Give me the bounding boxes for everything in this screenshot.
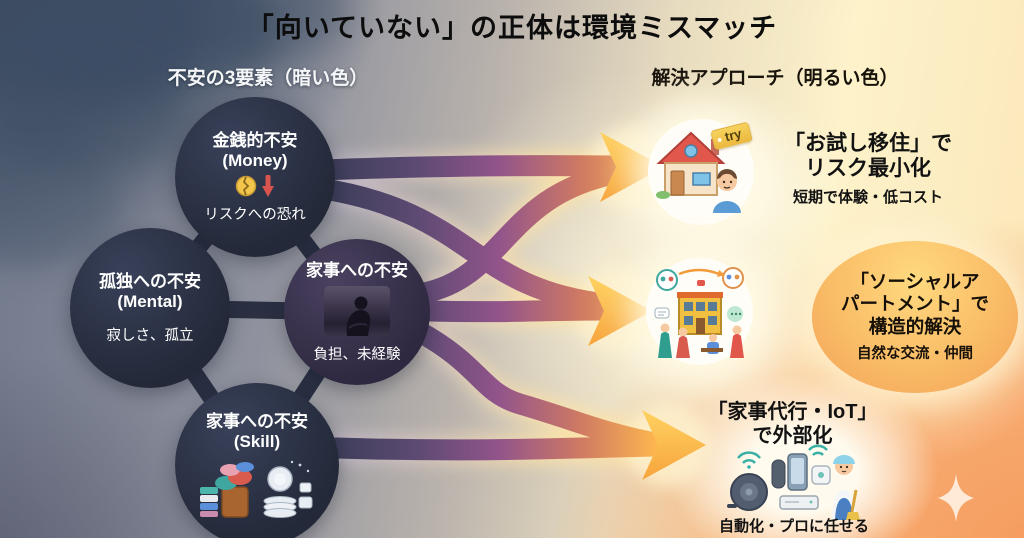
lonely-room-illustration bbox=[324, 285, 390, 336]
money-title: 金銭的不安 bbox=[212, 131, 298, 151]
solution1-text: 「お試し移住」で リスク最小化 短期で体験・低コスト bbox=[758, 131, 978, 207]
solution3-subtitle: 自動化・プロに任せる bbox=[718, 518, 869, 535]
skill-subtitle: (Skill) bbox=[233, 432, 281, 452]
flow-ribbons bbox=[307, 155, 665, 461]
solution2-text-bubble: 「ソーシャルア パートメント」で 構造的解決 自然な交流・仲間 bbox=[812, 241, 1018, 393]
anxiety-node-money: 金銭的不安 (Money) リスクへの恐れ bbox=[175, 97, 335, 257]
social-apartment-icon bbox=[654, 266, 744, 358]
housework-desc: 負担、未経験 bbox=[313, 346, 401, 363]
page-title: 「向いていない」の正体は環境ミスマッチ bbox=[246, 13, 778, 43]
broken-coin-icon bbox=[235, 175, 257, 197]
housework-title: 家事への不安 bbox=[306, 261, 408, 281]
ribbon-money-to-s1 bbox=[311, 155, 627, 181]
solution2-title-line2: パートメント」で bbox=[840, 293, 989, 315]
money-desc: リスクへの恐れ bbox=[204, 206, 306, 223]
down-arrow-icon bbox=[262, 174, 274, 197]
solution3-icon-group bbox=[724, 438, 862, 522]
solution2-subtitle: 自然な交流・仲間 bbox=[857, 346, 973, 363]
solution1-subtitle: 短期で体験・低コスト bbox=[792, 189, 943, 207]
try-tag-label: try bbox=[723, 125, 744, 145]
anxiety-node-housework: 家事への不安 負担、未経験 bbox=[284, 239, 430, 385]
money-subtitle: (Money) bbox=[222, 151, 288, 171]
ribbon-skill-to-s3 bbox=[325, 435, 665, 461]
ribbon-kaji-to-s2 bbox=[419, 299, 617, 323]
solution2-title-line1: 「ソーシャルア bbox=[850, 270, 980, 292]
solution2-icon-circle bbox=[646, 258, 753, 365]
ribbon-money-to-s2 bbox=[307, 177, 617, 315]
solutions-heading: 解決アプローチ（明るい色） bbox=[651, 68, 899, 89]
anxiety-heading: 不安の3要素（暗い色） bbox=[167, 68, 369, 89]
ribbon-kaji-to-s3 bbox=[407, 320, 661, 453]
iot-housekeeping-icons bbox=[727, 444, 860, 520]
anxiety-node-skill: 家事への不安 (Skill) bbox=[175, 383, 339, 538]
skill-title: 家事への不安 bbox=[206, 412, 308, 432]
anxiety-node-mental: 孤独への不安 (Mental) 寂しさ、孤立 bbox=[70, 228, 230, 388]
mental-desc: 寂しさ、孤立 bbox=[106, 328, 194, 345]
mental-title: 孤独への不安 bbox=[99, 271, 201, 291]
crouching-person-icon bbox=[346, 296, 371, 336]
ribbon-kaji-to-s1 bbox=[413, 163, 625, 304]
sparkle-icon bbox=[938, 474, 974, 522]
laundry-and-dishes-icon bbox=[200, 460, 313, 518]
solution2-title-line3: 構造的解決 bbox=[868, 315, 962, 337]
storm-cloud bbox=[0, 60, 190, 170]
mental-subtitle: (Mental) bbox=[117, 291, 183, 311]
solution1-title-line2: リスク最小化 bbox=[805, 157, 931, 181]
solution3-title-line1: 「家事代行・IoT」 bbox=[707, 401, 878, 423]
solution1-title-line1: 「お試し移住」で bbox=[784, 132, 952, 155]
